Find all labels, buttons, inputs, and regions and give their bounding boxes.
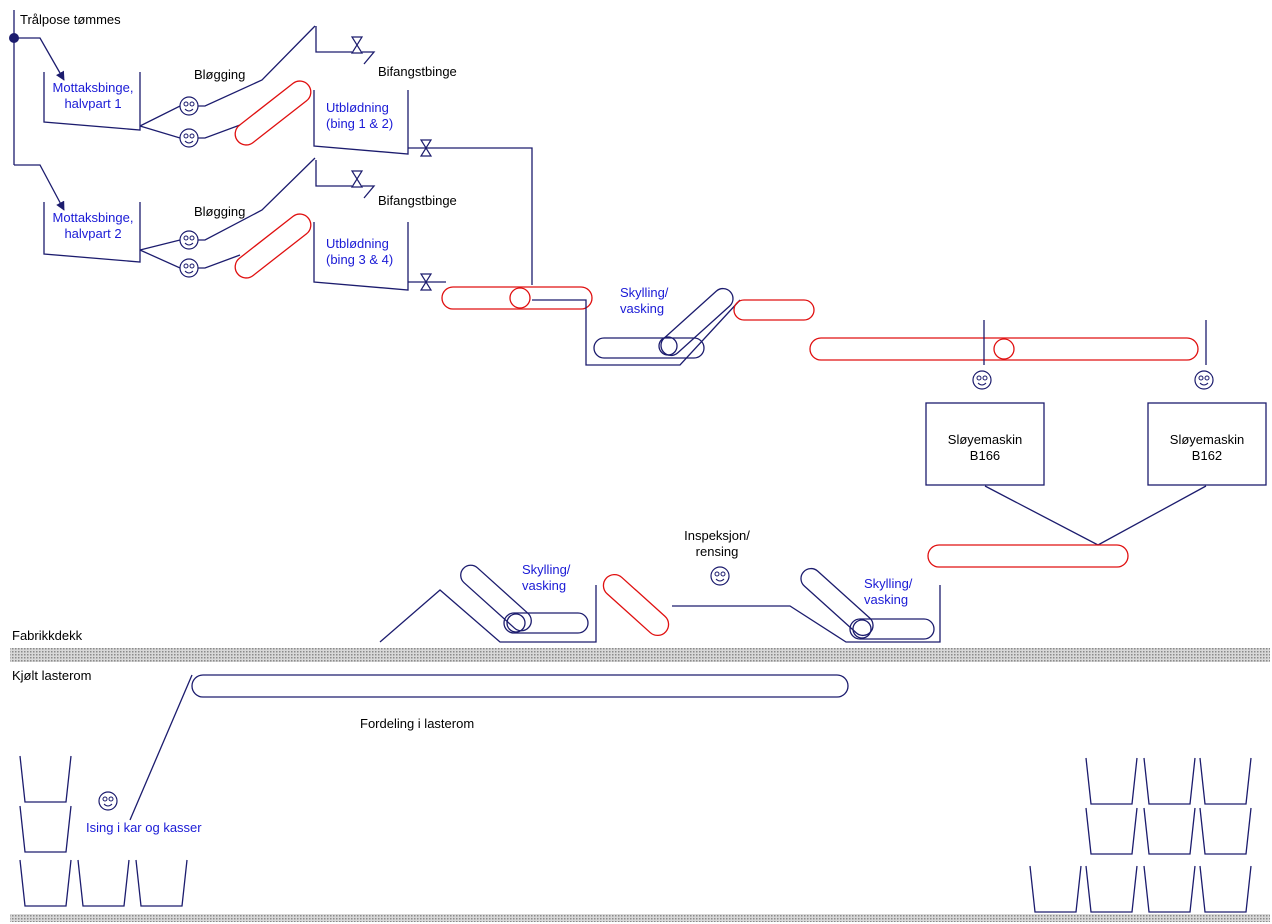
gutting-merge-lines bbox=[984, 485, 1207, 546]
label-bleed-bin-1: Utblødning (bing 1 & 2) bbox=[326, 100, 394, 131]
bycatch-bin-2 bbox=[315, 160, 376, 199]
tubs-right bbox=[1029, 757, 1252, 913]
label-gutting-b166: Sløyemaskin B166 bbox=[947, 432, 1023, 463]
label-cooled-hold: Kjølt lasterom bbox=[12, 668, 92, 683]
bleeding-bin-1 bbox=[313, 90, 409, 155]
label-gutting-b162: Sløyemaskin B162 bbox=[1169, 432, 1245, 463]
label-icing: Ising i kar og kasser bbox=[86, 820, 202, 835]
operator-icon bbox=[972, 370, 992, 390]
trawl-feed-lines bbox=[9, 10, 65, 211]
label-bycatch-2: Bifangstbinge bbox=[378, 193, 457, 208]
label-trawl-bag: Trålpose tømmes bbox=[20, 12, 121, 27]
label-bleed-bin-2: Utblødning (bing 3 & 4) bbox=[326, 236, 394, 267]
bycatch-bin-1 bbox=[315, 26, 376, 65]
bleeding-lines-1 bbox=[139, 25, 316, 148]
gutting-machine-b166 bbox=[925, 402, 1045, 486]
conveyor-after-gutting bbox=[927, 544, 1129, 568]
label-washing-1: Skylling/ vasking bbox=[620, 285, 669, 316]
label-washing-3: Skylling/ vasking bbox=[864, 576, 913, 607]
factory-deck-band bbox=[10, 648, 1270, 662]
operator-icon bbox=[98, 791, 118, 811]
conveyor-short bbox=[733, 299, 815, 321]
gutting-machine-b162 bbox=[1147, 402, 1267, 486]
label-receiving-bin-2: Mottaksbinge, halvpart 2 bbox=[52, 210, 134, 241]
conveyor-hold-distribution bbox=[191, 674, 849, 698]
bleeding-bin-2 bbox=[313, 222, 409, 291]
conveyor-inspection bbox=[602, 573, 670, 637]
receiving-bin-1 bbox=[43, 72, 141, 131]
chute-line bbox=[129, 674, 193, 821]
operator-icon bbox=[710, 566, 730, 586]
conveyor-bleeding-2 bbox=[234, 213, 312, 279]
conveyor-collect bbox=[441, 286, 593, 310]
label-bleeding-2: Bløgging bbox=[194, 204, 246, 219]
drain-valves bbox=[408, 139, 533, 291]
conveyor-bleeding-1 bbox=[234, 80, 312, 146]
label-washing-2: Skylling/ vasking bbox=[522, 562, 571, 593]
bleeding-lines-2 bbox=[139, 157, 316, 278]
label-bleeding-1: Bløgging bbox=[194, 67, 246, 82]
hold-floor-band bbox=[10, 914, 1270, 922]
label-bycatch-1: Bifangstbinge bbox=[378, 64, 457, 79]
label-inspection: Inspeksjon/ rensing bbox=[684, 528, 750, 559]
washing-station-2 bbox=[379, 564, 597, 643]
label-factory-deck: Fabrikkdekk bbox=[12, 628, 83, 643]
washing-station-3 bbox=[672, 567, 941, 643]
washing-station-1 bbox=[532, 287, 741, 366]
label-hold-distribution: Fordeling i lasterom bbox=[360, 716, 475, 731]
operator-icon bbox=[1194, 370, 1214, 390]
conveyor-gutting-feed bbox=[809, 337, 1199, 361]
receiving-bin-2 bbox=[43, 202, 141, 263]
label-receiving-bin-1: Mottaksbinge, halvpart 1 bbox=[52, 80, 134, 111]
